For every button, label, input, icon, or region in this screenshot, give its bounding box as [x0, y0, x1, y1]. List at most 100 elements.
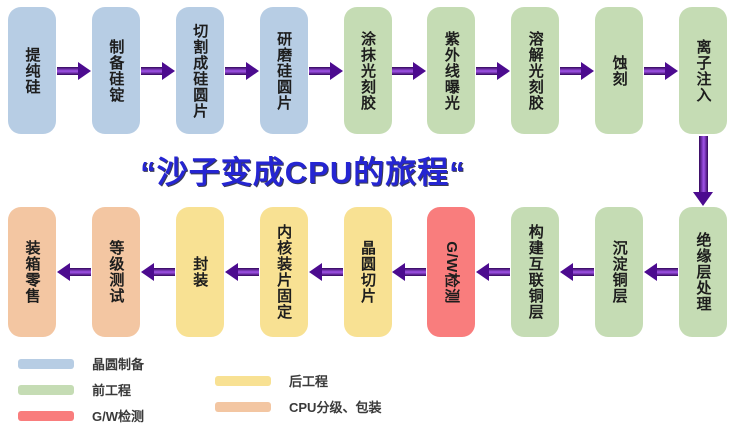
arrow-shaft: [321, 268, 343, 276]
arrow-graphic: [308, 61, 343, 80]
flow-arrow-right-icon: [224, 61, 260, 81]
arrow-shaft: [560, 66, 582, 75]
step-label: 研磨硅圆片: [275, 30, 293, 111]
arrow-graphic: [224, 263, 259, 281]
legend-right-column: 后工程 CPU分级、包装: [215, 373, 381, 415]
arrow-graphic: [56, 263, 91, 281]
arrow-head: [308, 263, 322, 281]
step-label: 提纯硅: [23, 46, 41, 95]
arrow-graphic: [56, 61, 91, 80]
arrow-graphic: [644, 61, 679, 80]
legend-item: 前工程: [18, 382, 144, 398]
diagram-title: “沙子变成CPU的旅程“: [140, 155, 466, 190]
arrow-shaft: [405, 268, 427, 276]
arrow-shaft: [657, 268, 679, 276]
flow-arrow-right-icon: [140, 61, 176, 81]
flow-arrow-right-icon: [559, 61, 595, 81]
step-label: 溶解光刻胶: [526, 30, 544, 111]
legend-swatch: [18, 384, 74, 395]
process-step-box: 研磨硅圆片: [259, 7, 308, 134]
process-step-box: 制备硅锭: [91, 7, 140, 134]
legend-left-column: 晶圆制备前工程 G/W检测: [18, 356, 145, 424]
arrow-shaft: [698, 136, 708, 192]
step-label: 构建互联铜层: [526, 224, 544, 320]
process-step-box: 涂抹光刻胶: [343, 7, 392, 134]
legend-item: 后工程: [215, 373, 381, 389]
process-step-box: 装箱零售: [8, 207, 56, 337]
step-label: 晶圆切片: [359, 240, 376, 304]
arrow-head: [665, 61, 679, 80]
arrow-head: [581, 61, 595, 80]
step-label: 涂抹光刻胶: [359, 30, 376, 111]
flow-arrow-right-icon: [308, 61, 344, 81]
arrow-graphic: [224, 61, 259, 80]
process-step-box: 封装: [175, 207, 224, 337]
arrow-head: [644, 263, 658, 281]
process-step-box: 溶解光刻胶: [511, 7, 560, 134]
legend-swatch: [215, 375, 271, 386]
flow-arrow-left-icon: [308, 262, 344, 282]
process-step-box: 内核装片固定: [259, 207, 308, 337]
arrow-head: [693, 192, 713, 206]
process-step-box: 离子注入: [679, 7, 727, 134]
flow-arrow-right-icon: [56, 61, 92, 81]
step-label: 绝缘层处理: [694, 232, 712, 312]
arrow-shaft: [308, 66, 330, 75]
legend-swatch: [215, 401, 271, 412]
arrow-head: [245, 61, 259, 80]
flow-arrow-left-icon: [643, 262, 679, 282]
arrow-shaft: [56, 66, 78, 75]
legend-item: CPU分级、包装: [215, 399, 381, 415]
arrow-head: [140, 263, 154, 281]
arrow-graphic: [560, 61, 595, 80]
arrow-head: [497, 61, 511, 80]
legend-item: G/W检测: [18, 408, 144, 424]
arrow-head: [392, 263, 406, 281]
process-step-box: 沉淀铜层: [595, 207, 644, 337]
arrow-head: [161, 61, 175, 80]
arrow-shaft: [489, 268, 511, 276]
arrow-shaft: [237, 268, 259, 276]
arrow-shaft: [224, 66, 246, 75]
process-step-box: 提纯硅: [8, 7, 56, 134]
process-step-box: G/W检测: [427, 207, 476, 337]
step-label: 离子注入: [694, 38, 712, 103]
step-label: G/W检测: [442, 240, 460, 304]
step-label: 沉淀铜层: [610, 240, 628, 304]
step-label: 紫外线曝光: [442, 30, 460, 111]
flow-arrow-left-icon: [475, 262, 511, 282]
arrow-graphic: [476, 61, 511, 80]
process-step-box: 切割成硅圆片: [175, 7, 224, 134]
flow-arrow-left-icon: [56, 262, 92, 282]
flow-arrow-right-icon: [475, 61, 511, 81]
arrow-shaft: [392, 66, 414, 75]
arrow-graphic: [560, 263, 595, 281]
step-label: 等级测试: [107, 240, 125, 304]
top-process-row: 提纯硅制备硅锭切割成硅圆片研磨硅圆片涂抹光刻胶紫外线曝光溶解光刻胶蚀刻离子注入: [8, 7, 727, 134]
arrow-head: [224, 263, 238, 281]
arrow-head: [77, 61, 91, 80]
arrow-graphic: [476, 263, 511, 281]
step-label: 切割成硅圆片: [191, 22, 209, 119]
legend-label: G/W检测: [92, 409, 144, 424]
arrow-head: [560, 263, 574, 281]
arrow-graphic: [392, 263, 427, 281]
step-label: 制备硅锭: [107, 38, 125, 103]
flow-arrow-left-icon: [140, 262, 176, 282]
process-step-box: 晶圆切片: [343, 207, 392, 337]
arrow-graphic: [644, 263, 679, 281]
arrow-shaft: [573, 268, 595, 276]
process-step-box: 紫外线曝光: [427, 7, 476, 134]
legend-label: 晶圆制备: [92, 357, 145, 372]
step-label: 封装: [191, 256, 209, 288]
process-step-box: 构建互联铜层: [511, 207, 560, 337]
bottom-process-row: 装箱零售 等级测试 封装 内核装片固定 晶圆切片 G/W检测 构建互联铜层 沉淀铜层 绝缘层处理: [8, 207, 727, 337]
legend-item: 晶圆制备: [18, 356, 145, 372]
arrow-head: [329, 61, 343, 80]
legend-label: 后工程: [289, 374, 329, 389]
process-step-box: 等级测试: [91, 207, 140, 337]
step-label: 内核装片固定: [275, 224, 293, 320]
arrow-head: [413, 61, 427, 80]
arrow-shaft: [644, 66, 666, 75]
